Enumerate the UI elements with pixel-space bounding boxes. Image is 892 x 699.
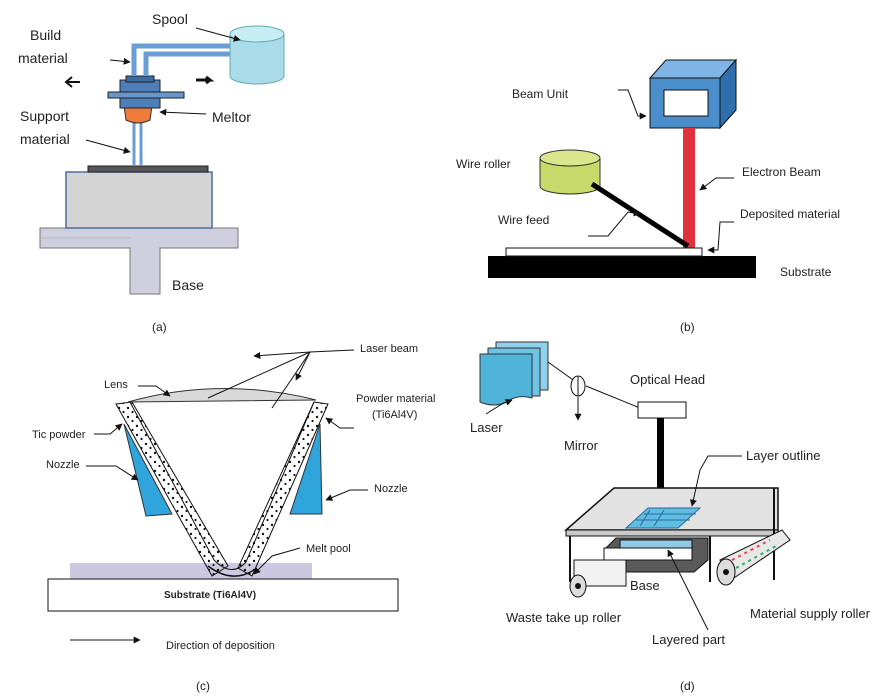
melt-pool-label: Melt pool [306,543,351,555]
right-nozzle [289,423,323,515]
substrate-label: Substrate [780,265,832,279]
waste-roller-label: Waste take up roller [506,610,622,625]
lens-shape [127,388,317,403]
powder-material-label-2: (Ti6Al4V) [372,409,417,421]
caption-c: (c) [196,679,210,693]
laser-beam-label: Laser beam [360,343,418,355]
wire-feed-label: Wire feed [498,213,549,227]
base-stand [39,227,239,295]
meltor-nozzle [123,105,153,124]
mirror-icon [570,375,586,397]
direction-label: Direction of deposition [166,640,275,652]
mirror-label: Mirror [564,438,599,453]
wire-roller-icon [539,149,601,195]
powder-stream-right [237,401,329,577]
deposited-material-label: Deposited material [740,207,840,221]
panel-c: Laser beam Lens Powder material (Ti6Al4V… [32,343,435,693]
wire-feed [590,181,690,249]
layer-outline-label: Layer outline [746,448,820,463]
electron-beam [683,128,695,248]
caption-a: (a) [152,320,167,334]
substrate-block-c [47,578,399,612]
caption-b: (b) [680,320,695,334]
beam-unit-box [648,58,738,130]
right-arrow-icon [196,75,215,85]
left-nozzle [123,423,173,517]
optical-head-label: Optical Head [630,372,705,387]
laser-label: Laser [470,420,503,435]
spool-label: Spool [152,11,188,27]
laser-beam-d [657,418,664,512]
layered-part-label: Layered part [652,632,725,647]
base-label: Base [172,277,204,293]
base-d-label: Base [630,578,660,593]
supply-roller-label: Material supply roller [750,606,871,621]
wire-roller-label: Wire roller [456,157,511,171]
tic-powder-label: Tic powder [32,429,86,441]
powder-material-label-1: Powder material [356,393,435,405]
panel-a: Build material Spool Support material Me… [18,11,285,334]
electron-beam-label: Electron Beam [742,165,821,179]
build-material-label-1: Build [30,27,61,43]
substrate-c-label: Substrate (Ti6Al4V) [164,590,256,601]
powder-stream-left [115,401,229,577]
nozzle-right-label: Nozzle [374,483,408,495]
nozzle-left-label: Nozzle [46,459,80,471]
deposited-material [505,247,703,257]
lens-label: Lens [104,379,128,391]
build-table [65,171,213,229]
support-material-label-2: material [20,131,70,147]
panel-b: Beam Unit Wire roller Electron Beam Wire… [456,58,840,334]
build-material-label-2: material [18,50,68,66]
spool-icon [229,25,285,85]
caption-d: (d) [680,679,695,693]
waste-roller-icon [569,559,627,598]
substrate-strip [70,563,312,579]
meltor-label: Meltor [212,109,251,125]
beam-unit-label: Beam Unit [512,87,569,101]
left-arrow-icon [64,76,80,88]
panel-d: Laser Mirror Optical Head Layer outline … [470,341,871,693]
substrate-block [488,256,756,278]
support-material-label-1: Support [20,108,69,124]
build-plate [87,165,209,173]
optical-head-box [637,401,687,419]
laser-source-icon [479,341,549,406]
supply-roller-icon [716,529,791,586]
